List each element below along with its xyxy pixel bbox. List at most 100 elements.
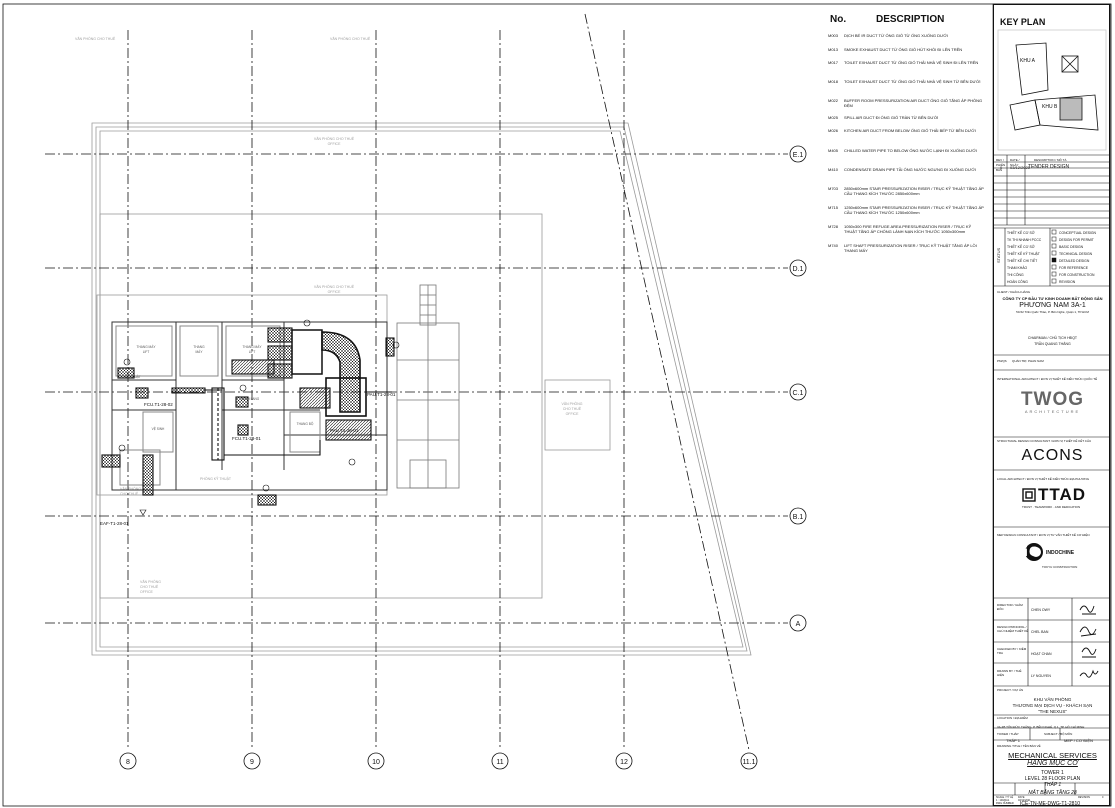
grid-label-11: 11 — [496, 759, 503, 766]
client-address: 50-52 Trần Quốc Thảo, P. Bến Nghé, Quận … — [1016, 310, 1089, 314]
svg-text:VĂN PHÒNG CHO THUÊ: VĂN PHÒNG CHO THUÊ — [314, 136, 355, 141]
project-caption: PROJECT / DỰ ÁN — [997, 688, 1024, 692]
local-architect-caption: LOCAL ARCHITECT / ĐƠN VỊ THIẾT KẾ KIẾN T… — [997, 477, 1090, 481]
ttad-logo: TTAD — [1038, 485, 1087, 504]
svg-text:CHO THUÊ: CHO THUÊ — [140, 584, 159, 589]
svg-text:VĂN PHÒNG CHO THUÊ: VĂN PHÒNG CHO THUÊ — [314, 284, 355, 289]
status-checkboxes — [1051, 229, 1057, 284]
drawing-title-line-2: LEVEL 28 FLOOR PLAN — [1024, 776, 1081, 782]
twog-logo: TWOG — [1020, 389, 1085, 410]
callout-markers — [118, 319, 400, 516]
svg-text:THANG: THANG — [193, 345, 205, 349]
signatures — [1079, 605, 1099, 678]
note-code: M703 — [828, 186, 839, 191]
subject-caption: SUBJECT / BỘ MÔN — [1044, 732, 1073, 736]
note-code: M728 — [828, 224, 839, 229]
project-name-1: KHU VĂN PHÒNG — [1033, 697, 1072, 702]
grid-label-a: A — [796, 621, 801, 628]
svg-text:LIFT: LIFT — [249, 350, 256, 354]
location-value: 3A-3B TÔN ĐỨC THẮNG, P. BẾN NGHÉ, Q.1, T… — [997, 725, 1085, 729]
fcu-tag-1: FCU.T1-28-02 — [144, 402, 173, 407]
key-plan-sketch — [997, 29, 1107, 151]
acons-logo: ACONS — [1021, 447, 1084, 464]
svg-text:VĂN PHÒNG: VĂN PHÒNG — [120, 486, 141, 491]
svg-text:OFFICE: OFFICE — [140, 590, 153, 594]
note-text: TOILET EXHAUST DUCT TỪ ỐNG GIÓ THẢI NHÀ … — [844, 79, 981, 84]
dwg-number-caption: DWG NUMBER — [996, 802, 1014, 805]
key-plan-title: KEY PLAN — [1000, 17, 1046, 27]
grid-label-d1: D.1 — [793, 266, 804, 273]
note-text: 2850x600mm STAIR PRESSURIZATION RISER / … — [844, 186, 984, 196]
svg-text:CHO THUÊ: CHO THUÊ — [120, 491, 139, 496]
rev-header-date: DATE / NGÀY — [1010, 158, 1020, 167]
drawing-title-line-3: THÁP 1 — [1043, 782, 1062, 788]
note-code: M405 — [828, 148, 839, 153]
svg-text:VĂN PHÒNG CHO THUÊ: VĂN PHÒNG CHO THUÊ — [75, 36, 116, 41]
grid-lines — [45, 13, 788, 751]
note-code: M022 — [828, 98, 839, 103]
status-right-item: REVISION — [1059, 280, 1076, 284]
ic-logo-mark — [1025, 543, 1043, 561]
note-text: CONDENSATE DRAIN PIPE TẦI ỐNG NƯỚC NGƯNG… — [844, 167, 976, 172]
status-left-item: THIẾT KẾ CƠ SỞ — [1007, 231, 1035, 235]
note-code: M003 — [828, 33, 839, 38]
note-code: M740 — [828, 243, 839, 248]
sign-role-3: CHECKED BY / KIỂM TRA — [997, 647, 1027, 655]
status-right-item: FOR CONSTRUCTION — [1059, 273, 1095, 277]
note-code: M017 — [828, 60, 839, 65]
mep-caption: MEP DESIGN CONSULTANT / ĐƠN VỊ TƯ VẤN TH… — [997, 533, 1090, 537]
sign-name-2: CHEL BAN — [1031, 630, 1049, 634]
drawing-title-main-vn: HẠNG MỤC CƠ — [1027, 760, 1078, 767]
grid-label-b1: B.1 — [793, 514, 804, 521]
note-code: M026 — [828, 128, 839, 133]
pm-caption: PM/QS — [997, 359, 1007, 363]
grid-label-9: 9 — [250, 759, 254, 766]
svg-text:LIFT: LIFT — [143, 350, 150, 354]
grid-label-11-1: 11.1 — [742, 759, 755, 766]
svg-text:VỆ SINH: VỆ SINH — [152, 426, 165, 431]
subject-value: MEP / CƠ ĐIỆN — [1064, 738, 1093, 743]
location-caption: LOCATION / ĐỊA ĐIỂM — [997, 716, 1028, 720]
scale-value: 1 : 100@A1 — [996, 799, 1010, 802]
status-left-item: THIẾT KẾ CHI TIẾT — [1007, 259, 1038, 263]
sheet-border — [2, 3, 1112, 807]
note-text: 1050x300 FIRE REFUGE AREA PRESSURIZATION… — [844, 224, 972, 234]
client-caption: CLIENT / KHÁCH HÀNG — [997, 290, 1031, 294]
project-name-3: "THE NEXUS" — [1038, 709, 1067, 714]
key-plan-khu-b: KHU B — [1042, 104, 1058, 110]
rev-row-date: 03/12/2021 — [1010, 165, 1031, 170]
eaf-tag: EAF-T1-28-01 — [100, 521, 129, 526]
sign-role-4: DRAWN BY / THỂ HIỆN — [997, 669, 1022, 677]
grid-label-12: 12 — [620, 759, 628, 766]
chairman-caption: CHAIRMAN / CHỦ TỊCH HĐQT — [1027, 336, 1078, 340]
status-right-item: FOR REFERENCE — [1059, 266, 1089, 270]
status-left-item: HOÀN CÔNG — [1007, 280, 1028, 284]
status-left-item: THIẾT KẾ KỸ THUẬT — [1007, 252, 1040, 256]
sign-name-3: HOẠT CHAN — [1031, 652, 1052, 656]
status-left-item: THIẾT KẾ CƠ SỞ — [1007, 245, 1035, 249]
ic-subtitle-2: TOKYU CONSTRUCTION — [1042, 565, 1078, 569]
sign-role-1: DIRECTOR / GIÁM ĐỐC — [997, 603, 1023, 611]
note-code: M013 — [828, 47, 839, 52]
status-left-item: THI CÔNG — [1007, 273, 1024, 277]
note-text: SPILL AIR DUCT ĐI ỐNG GIÓ TRÀN TỪ BÊN DƯ… — [844, 115, 939, 120]
notes-no-header: No. — [830, 14, 847, 25]
svg-text:OFFICE: OFFICE — [566, 412, 579, 416]
note-code: M410 — [828, 167, 839, 172]
int-architect-caption: INTERNATIONAL ARCHITECT / ĐƠN VỊ THIẾT K… — [997, 377, 1098, 381]
status-vertical-label: STATUS — [996, 247, 1001, 263]
drawing-title-line-1: TOWER 1 — [1041, 770, 1064, 776]
svg-text:VĂN PHÒNG CHO THUÊ: VĂN PHÒNG CHO THUÊ — [330, 36, 371, 41]
pau-tag-1: PAU.T1-28-01 — [367, 392, 396, 397]
structural-caption: STRUCTURAL DESIGN CONSULTANT / ĐƠN VỊ TH… — [997, 439, 1092, 443]
note-code: M025 — [828, 115, 839, 120]
ic-subtitle: INDOCHINE — [1046, 550, 1075, 556]
key-plan-labels: KHU A KHU B — [1020, 58, 1058, 110]
status-right-item: TECHNICAL DESIGN — [1059, 252, 1093, 256]
ic-logo: iC — [1024, 543, 1040, 559]
equipment-tags: FCU.T1-28-02 FCU.T1-28-01 PAU.T1-28-01 P… — [100, 392, 396, 526]
sign-name-1: CHEN OWY — [1031, 608, 1051, 612]
svg-text:CHO THUÊ: CHO THUÊ — [563, 406, 582, 411]
status-left-item: THAM KHẢO — [1007, 266, 1028, 270]
pm-name: QUẢN TRỊ: PHAN NAM — [1012, 359, 1044, 363]
